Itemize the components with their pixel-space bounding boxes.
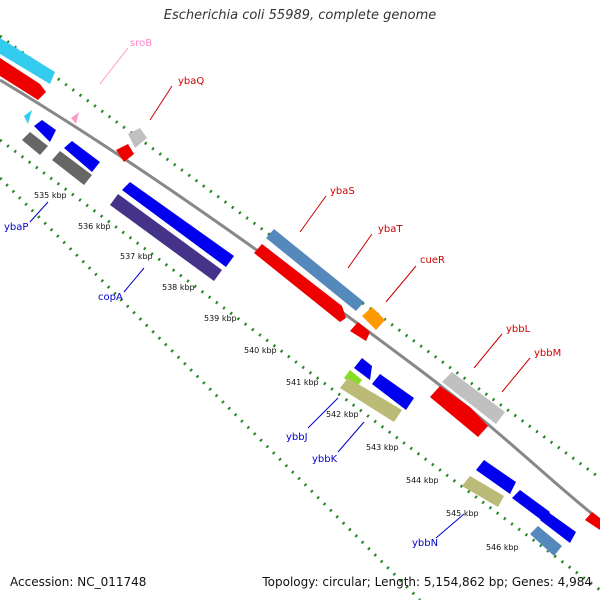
gene-label-cueR: cueR (420, 255, 445, 266)
leader-ybbK (337, 421, 365, 453)
gene-label-copA: copA (98, 292, 123, 303)
tick-label-542: 542 kbp (326, 410, 359, 419)
inner-features (22, 110, 576, 556)
tick-label-540: 540 kbp (244, 346, 277, 355)
genome-backbone (0, 78, 600, 522)
leader-ybaT (347, 233, 373, 269)
gene-small-cyan (24, 110, 32, 124)
leader-ybbN (435, 513, 465, 539)
tick-labels: 535 kbp 536 kbp 537 kbp 538 kbp 539 kbp … (34, 191, 519, 552)
tick-label-537: 537 kbp (120, 252, 153, 261)
gene-blue-546 (540, 512, 576, 543)
gene-cyan (0, 38, 55, 84)
tick-label-535: 535 kbp (34, 191, 67, 200)
tick-label-538: 538 kbp (162, 283, 195, 292)
gene-labels: sroB ybaQ ybaS ybaT cueR ybbL ybbM ybaP … (4, 38, 561, 549)
leader-sroB (99, 47, 129, 85)
gene-ybbJ (344, 370, 362, 388)
tick-label-545: 545 kbp (446, 509, 479, 518)
gene-ybbN (462, 476, 504, 507)
gene-red-right (585, 512, 600, 530)
gene-label-ybbK: ybbK (312, 454, 338, 465)
leader-ybaP (29, 201, 49, 223)
gene-blue-ybbJ (354, 358, 372, 380)
tick-label-546: 546 kbp (486, 543, 519, 552)
leader-ybbL (473, 333, 503, 369)
gene-copA (110, 194, 222, 281)
tick-label-536: 536 kbp (78, 222, 111, 231)
gene-label-ybaT: ybaT (378, 224, 403, 235)
gene-blue-ybbK (372, 374, 414, 410)
gene-ybbL (442, 372, 505, 424)
gene-red-ybaS (254, 244, 346, 322)
leader-ybaS (299, 195, 327, 233)
gene-blue-545 (512, 490, 550, 522)
accession-text: Accession: NC_011748 (10, 575, 147, 589)
tick-label-541: 541 kbp (286, 378, 319, 387)
gene-label-ybbM: ybbM (534, 348, 561, 359)
map-title: Escherichia coli 55989, complete genome (163, 8, 437, 23)
topology-text: Topology: circular; Length: 5,154,862 bp… (262, 575, 592, 589)
outer-guide (0, 34, 600, 480)
tick-label-544: 544 kbp (406, 476, 439, 485)
leader-ybbJ (307, 397, 339, 429)
gene-gray-a (22, 132, 48, 155)
leader-ybaQ (149, 85, 173, 121)
gene-ybbK (340, 378, 402, 422)
gene-label-ybaQ: ybaQ (178, 76, 204, 87)
leader-copA (123, 267, 145, 293)
gene-sroB (71, 112, 79, 124)
gene-label-ybaP: ybaP (4, 222, 28, 233)
gene-label-sroB: sroB (130, 38, 152, 49)
gene-steel-546 (530, 526, 562, 556)
dotted-guides (0, 34, 600, 600)
leader-ybbM (501, 357, 531, 393)
gene-label-ybbL: ybbL (506, 324, 531, 335)
tick-label-543: 543 kbp (366, 443, 399, 452)
gene-blue-b (64, 141, 100, 172)
gene-label-ybbN: ybbN (412, 538, 438, 549)
gene-cueR (362, 307, 385, 330)
gene-label-ybbJ: ybbJ (286, 432, 308, 443)
gene-red-left (0, 58, 46, 100)
gene-gray-b (52, 151, 92, 185)
tick-label-539: 539 kbp (204, 314, 237, 323)
gene-blue-copA (122, 182, 234, 267)
gene-blue-a (34, 120, 56, 142)
gene-ybaS (266, 229, 364, 311)
leader-cueR (385, 265, 417, 303)
gene-gray-ybaQ (128, 128, 147, 148)
leader-lines (29, 47, 531, 539)
gene-red-cueR (350, 322, 370, 341)
gene-red-ybaQ (116, 144, 134, 162)
gene-blue-544 (476, 460, 516, 494)
inner-guide (0, 138, 600, 592)
gene-label-ybaS: ybaS (330, 186, 355, 197)
outer-features (0, 38, 600, 530)
gene-ybbM (430, 386, 488, 437)
lower-guide (0, 176, 422, 600)
